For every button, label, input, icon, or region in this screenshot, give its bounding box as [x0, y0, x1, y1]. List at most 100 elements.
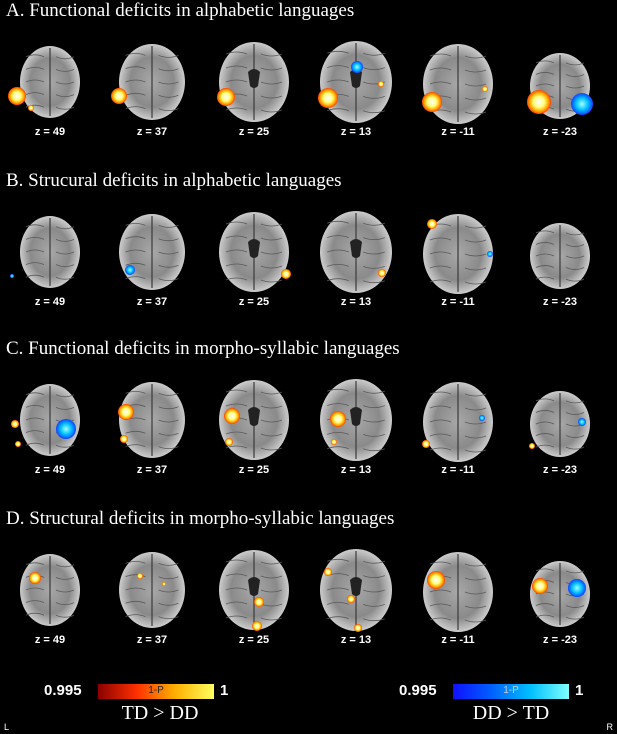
sulcus [225, 249, 283, 255]
activation-blob-warm [254, 597, 264, 607]
sulcus [535, 398, 585, 404]
slice-z-label: z = 49 [34, 634, 66, 646]
brain-slice-image [530, 223, 590, 289]
activation-blob-warm [529, 443, 535, 449]
sulcus [25, 442, 75, 448]
activation-blob-warm [318, 88, 338, 108]
sulcus [535, 568, 585, 574]
sulcus [225, 65, 283, 71]
sulcus [125, 574, 179, 580]
sulcus [25, 224, 75, 230]
brain-slice-image [529, 391, 590, 457]
legend-cool-bar-label: 1-P [503, 685, 519, 696]
legend-warm-max: 1 [220, 682, 229, 699]
slice-z-label: z = -23 [543, 464, 577, 476]
sulcus [535, 444, 585, 450]
brain-slice [0, 36, 100, 136]
sulcus [225, 389, 283, 395]
legend-cool-contrast: DD > TD [472, 702, 550, 724]
brain-slice-image [118, 382, 185, 458]
sulcus [429, 251, 487, 257]
sulcus [25, 405, 75, 410]
sulcus [225, 79, 283, 85]
brain-slice-image [20, 554, 80, 626]
sulcus [125, 53, 179, 58]
sulcus [225, 445, 283, 451]
sulcus [535, 83, 585, 89]
sulcus [535, 276, 585, 282]
activation-blob-warm [378, 269, 386, 277]
sulcus [125, 66, 179, 72]
brain-slice-image [11, 384, 80, 456]
brain-slice [102, 374, 202, 474]
sulcus [125, 92, 179, 98]
sulcus [535, 603, 585, 608]
brain-slice-image [422, 44, 493, 124]
slice-z-label: z = 25 [238, 296, 270, 308]
sulcus [429, 589, 487, 595]
slice-z-label: z = 25 [238, 634, 270, 646]
ventricle [248, 69, 260, 88]
activation-blob-cool [125, 265, 135, 275]
sulcus [225, 221, 283, 227]
sulcus [125, 614, 179, 619]
sulcus [429, 603, 487, 609]
brain-slice-image [320, 549, 392, 632]
activation-blob-warm [225, 438, 233, 446]
sulcus [125, 249, 179, 255]
brain-slice [510, 206, 610, 306]
sulcus [225, 235, 283, 241]
sulcus [429, 433, 487, 439]
sulcus [225, 559, 283, 565]
ventricle [248, 407, 260, 426]
brain-slice [510, 36, 610, 136]
sulcus [327, 108, 385, 114]
activation-blob-warm [252, 621, 262, 631]
sulcus [327, 388, 385, 394]
activation-blob-warm [111, 88, 127, 104]
brain-slice [204, 36, 304, 136]
sulcus [429, 81, 487, 87]
sulcus [535, 265, 585, 270]
slice-z-label: z = 49 [34, 296, 66, 308]
slice-z-label: z = -11 [441, 126, 475, 138]
sulcus [429, 391, 487, 397]
sulcus [125, 391, 179, 396]
sulcus [327, 601, 385, 607]
brain-slice [408, 36, 508, 136]
brain-slice-image [111, 44, 185, 120]
activation-blob-warm [281, 269, 291, 279]
brain-slice-image [320, 379, 392, 461]
activation-blob-warm [482, 86, 488, 92]
sulcus [125, 587, 179, 593]
brain-slice [408, 544, 508, 644]
slice-z-label: z = 37 [136, 634, 168, 646]
activation-blob-warm [331, 439, 337, 445]
brain-slice [306, 374, 406, 474]
activation-blob-warm [378, 81, 384, 87]
brain-slice [102, 206, 202, 306]
slice-z-label: z = 25 [238, 126, 270, 138]
activation-blob-cool [487, 251, 493, 257]
slice-z-label: z = -11 [441, 634, 475, 646]
corner-left-label: L [4, 722, 10, 732]
sulcus [125, 444, 179, 449]
sulcus [429, 53, 487, 59]
brain-slice-image [422, 382, 493, 462]
ventricle [350, 577, 362, 596]
activation-blob-warm [224, 408, 240, 424]
activation-blob-warm [120, 435, 128, 443]
activation-blob-cool [571, 93, 593, 115]
brain-slice [102, 544, 202, 644]
sulcus [327, 65, 385, 71]
sulcus [327, 446, 385, 452]
sulcus [25, 612, 75, 618]
brain-slice [0, 206, 100, 306]
corner-right-label: R [606, 722, 614, 732]
activation-blob-warm [162, 582, 166, 586]
sulcus [225, 615, 283, 621]
brain-slice [408, 206, 508, 306]
brain-slice [510, 544, 610, 644]
